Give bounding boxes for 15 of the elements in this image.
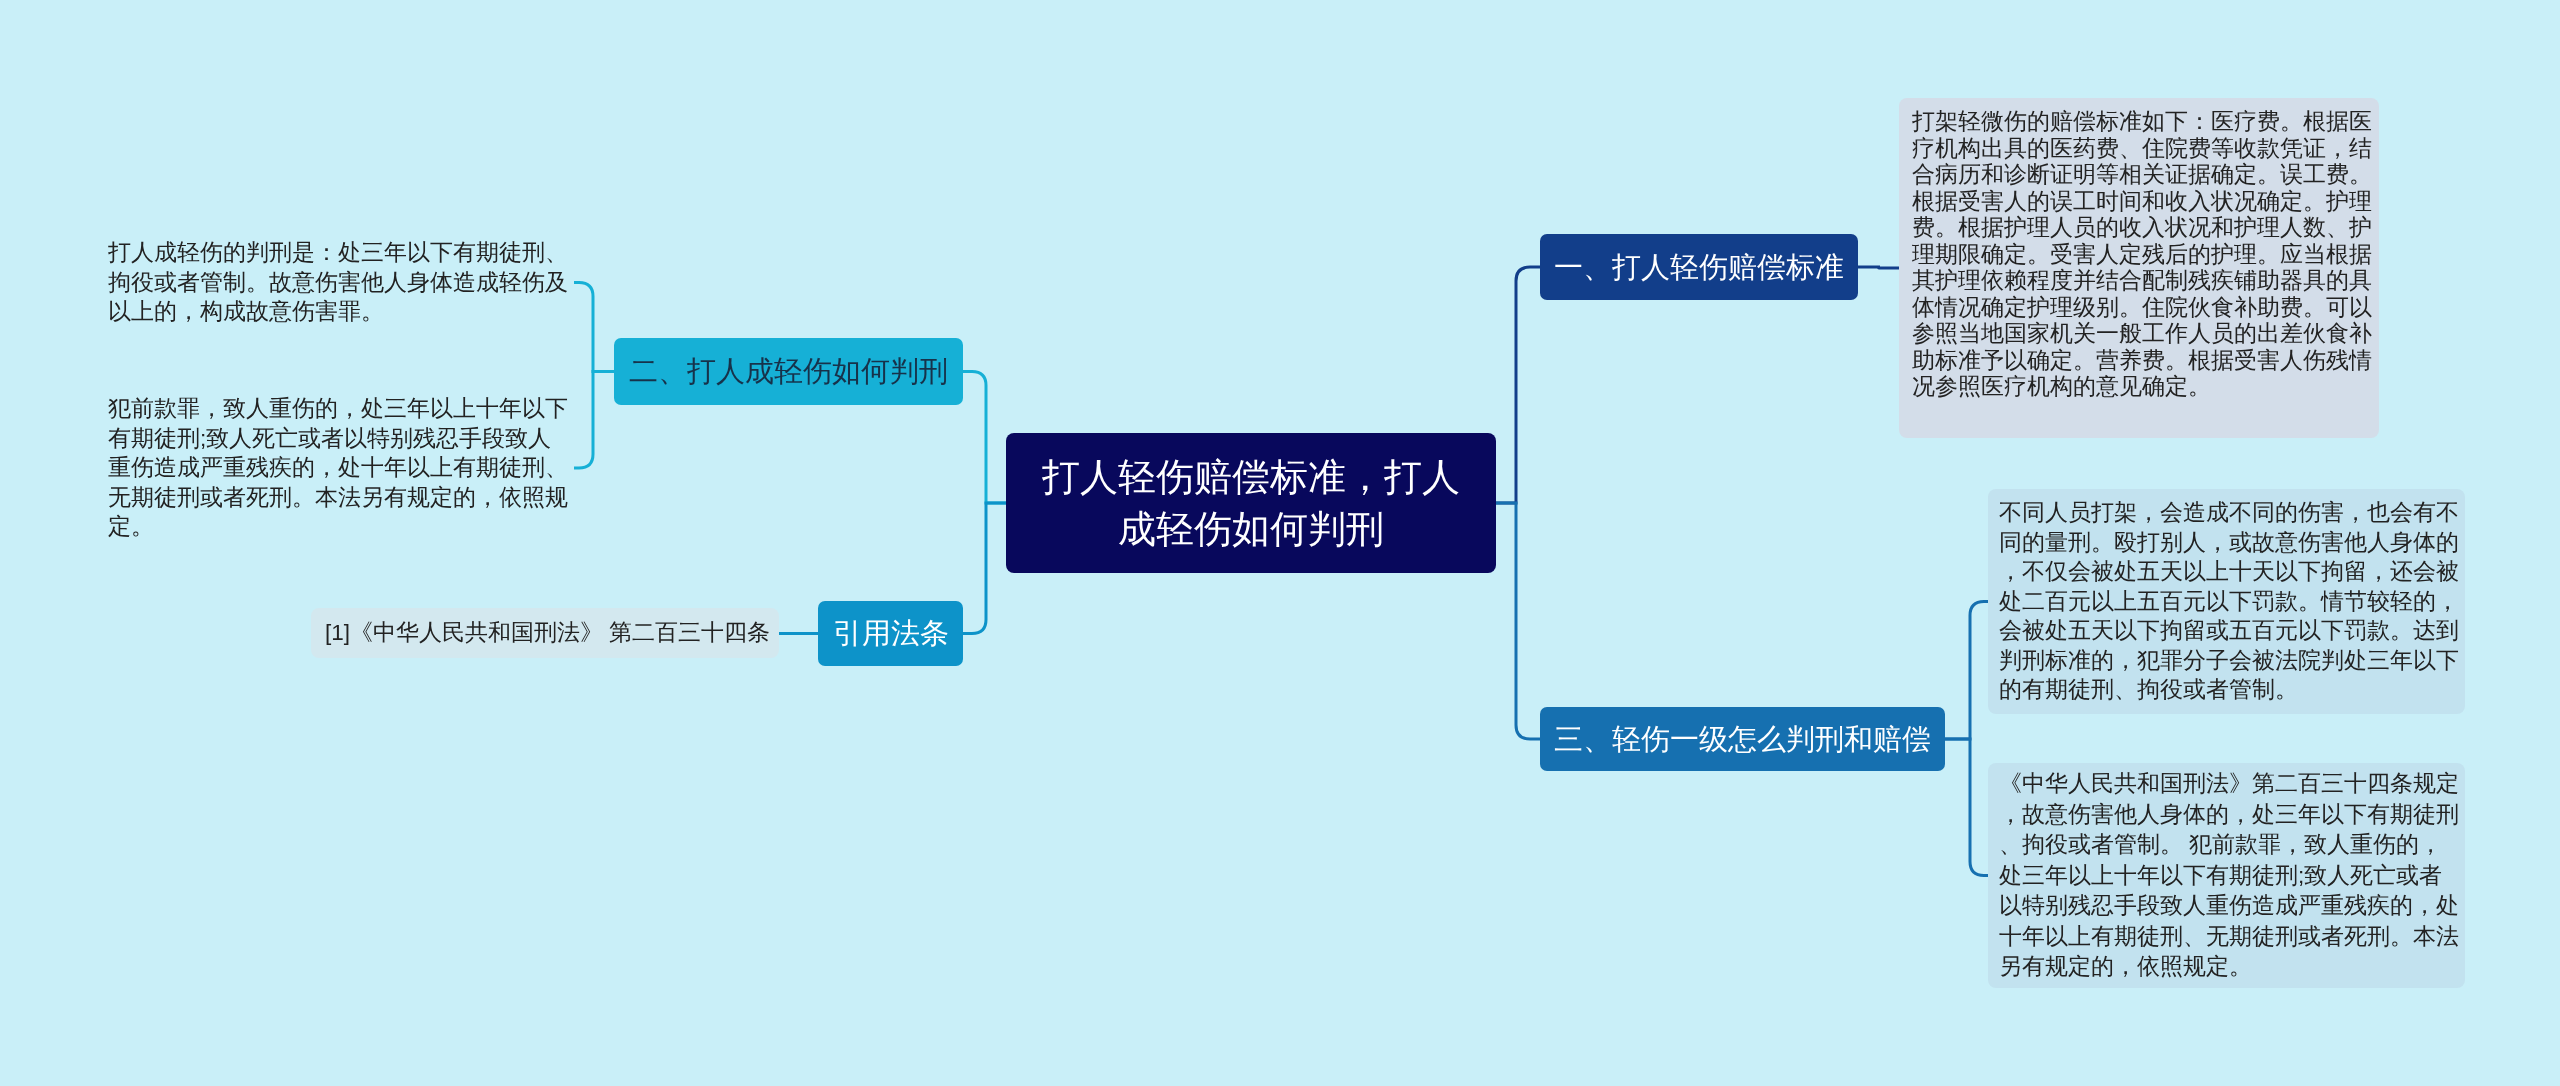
branch-box: 三、轻伤一级怎么判刑和赔偿 — [1540, 707, 1945, 771]
connector-line — [1496, 501, 1540, 741]
reference-box: [1]《中华人民共和国刑法》 第二百三十四条 — [311, 608, 779, 658]
text-box: 《中华人民共和国刑法》第二百三十四条规定，故意伤害他人身体的，处三年以下有期徒刑、拘役或者管制。 犯前款罪，致人重伤的，处三年以上十年以下有期徒刑;致人死亡或者以特别残忍手段致人重伤造成严重残疾的，处十年以上有期徒刑、无期徒刑或者死刑。本法另有规定的，依照规定。 — [1988, 763, 2465, 988]
connector-line — [1858, 265, 1899, 270]
branch-box: 引用法条 — [818, 601, 963, 666]
branch-box: 二、打人成轻伤如何判刑 — [614, 338, 963, 405]
topic-box: 打人轻伤赔偿标准，打人成轻伤如何判刑 — [1006, 433, 1496, 573]
branch-box: 一、打人轻伤赔偿标准 — [1540, 234, 1858, 300]
text-box: 打架轻微伤的赔偿标准如下：医疗费。根据医疗机构出具的医药费、住院费等收款凭证，结合病历和诊断证明等相关证据确定。误工费。根据受害人的误工时间和收入状况确定。护理费。根据护理人员的收入状况和护理人数、护理期限确定。受害人定残后的护理。应当根据其护理依赖程度并结合配制残疾铺助器具的具体情况确定护理级别。住院伙食补助费。可以参照当地国家机关一般工作人员的出差伙食补助标准予以确定。营养费。根据受害人伤残情况参照医疗机构的意见确定。 — [1899, 98, 2379, 438]
text-box: 不同人员打架，会造成不同的伤害，也会有不同的量刑。殴打别人，或故意伤害他人身体的，不仅会被处五天以上十天以下拘留，还会被处二百元以上五百元以下罚款。情节较轻的，会被处五天以下拘留或五百元以下罚款。达到判刑标准的，犯罪分子会被法院判处三年以下的有期徒刑、拘役或者管制。 — [1988, 489, 2465, 714]
connector-line — [779, 632, 818, 635]
note-text: 犯前款罪，致人重伤的，处三年以上十年以下有期徒刑;致人死亡或者以特别残忍手段致人重伤造成严重残疾的，处十年以上有期徒刑、无期徒刑或者死刑。本法另有规定的，依照规定。 — [104, 394, 574, 542]
connector-line — [963, 501, 1006, 635]
note-text: 打人成轻伤的判刑是：处三年以下有期徒刑、拘役或者管制。故意伤害他人身体造成轻伤及以上的，构成故意伤害罪。 — [104, 238, 574, 327]
